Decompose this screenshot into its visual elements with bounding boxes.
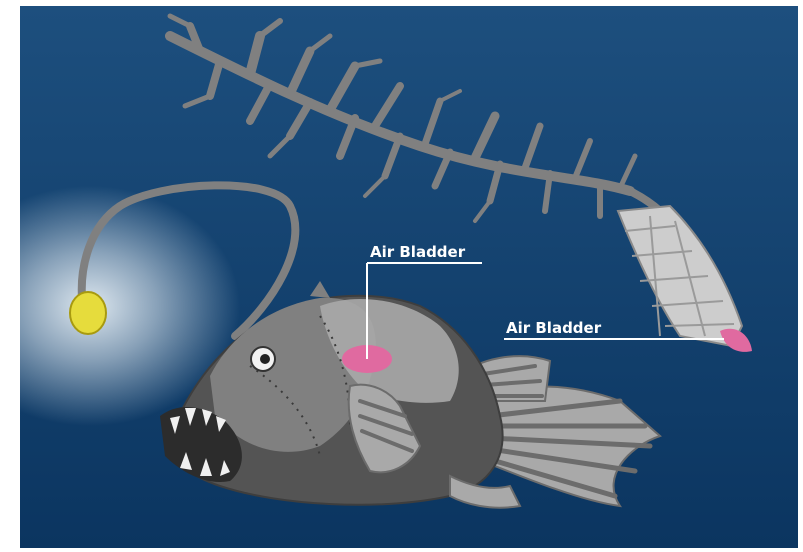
callout-label: Air Bladder xyxy=(370,243,466,261)
callout-label: Air Bladder xyxy=(506,319,602,337)
fish-pupil xyxy=(260,354,270,364)
anglerfish-diagram: Air Bladder Air Bladder xyxy=(20,6,798,548)
lure-bulb xyxy=(70,292,106,334)
diagram-frame: Air Bladder Air Bladder xyxy=(20,6,798,548)
